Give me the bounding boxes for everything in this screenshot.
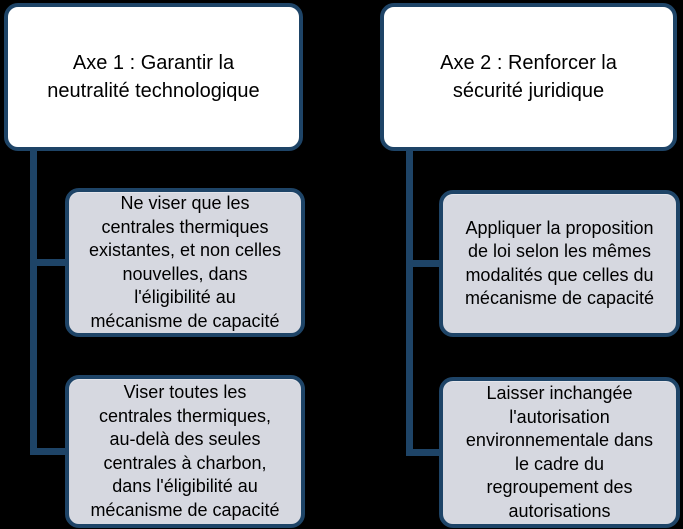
axe2-connector-stub-child1	[406, 260, 439, 267]
axe2-title: Axe 2 : Renforcer la sécurité juridique	[440, 52, 617, 102]
axe1-child1-text: Ne viser que les centrales thermiques ex…	[88, 193, 282, 331]
axe1-parent-box: Axe 1 : Garantir la neutralité technolog…	[4, 3, 303, 151]
axe1-child2-box: Viser toutes les centrales thermiques, a…	[65, 375, 305, 528]
axe2-child2-box: Laisser inchangée l'autorisation environ…	[439, 377, 680, 528]
axe2-connector-vertical-line	[406, 148, 413, 456]
axe1-title: Axe 1 : Garantir la neutralité technolog…	[47, 52, 260, 102]
axe2-child1-box: Appliquer la proposition de loi selon le…	[439, 190, 680, 337]
axe1-connector-vertical-line	[30, 148, 37, 455]
axe1-connector-stub-child2	[30, 448, 65, 455]
axe1-child2-text: Viser toutes les centrales thermiques, a…	[90, 382, 280, 520]
axe2-connector-stub-child2	[406, 449, 439, 456]
axe2-child2-text: Laisser inchangée l'autorisation environ…	[465, 383, 654, 521]
axe2-parent-box: Axe 2 : Renforcer la sécurité juridique	[380, 3, 677, 151]
axe1-child1-box: Ne viser que les centrales thermiques ex…	[65, 188, 305, 337]
axe2-child1-text: Appliquer la proposition de loi selon le…	[464, 217, 655, 309]
axe1-connector-stub-child1	[30, 259, 65, 266]
